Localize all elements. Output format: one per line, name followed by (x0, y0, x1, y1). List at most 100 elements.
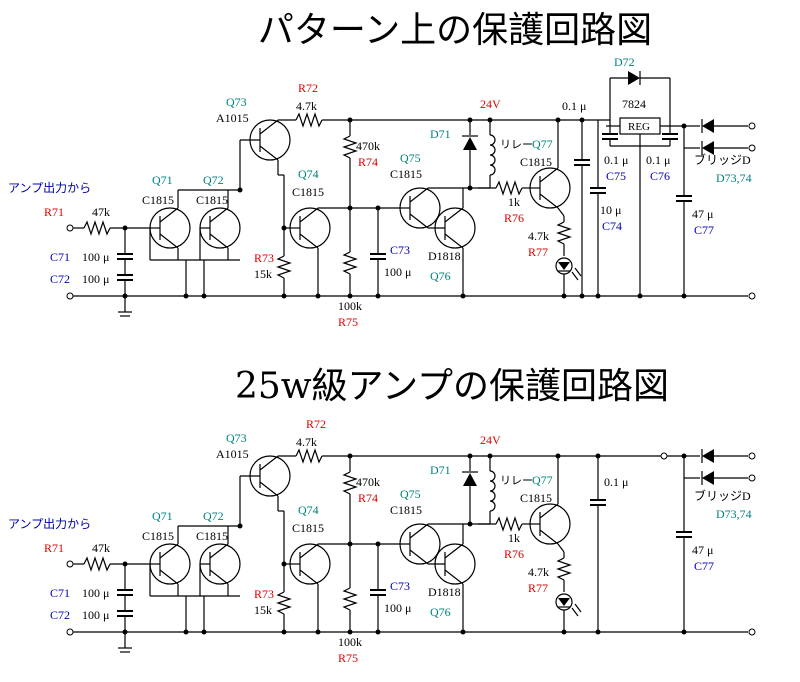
value-c-supply-2: 0.1 μ (604, 475, 628, 489)
label-q72-2: Q72 (203, 509, 224, 523)
label-q75-2: Q75 (400, 487, 421, 501)
label-q75: Q75 (400, 151, 421, 165)
input-label: アンプ出力から (8, 181, 91, 195)
bottom-labels: アンプ出力から R71 47k C71 100 μ C72 100 μ Q71 … (8, 417, 752, 665)
value-q72: C1815 (196, 193, 228, 207)
value-r75-2: 100k (338, 635, 362, 649)
bottom-title: 25w級アンプの保護回路図 (235, 366, 669, 407)
value-c76: 0.1 μ (646, 153, 670, 167)
supply-label-2: 24V (480, 433, 501, 447)
value-c73: 100 μ (384, 265, 411, 279)
value-c-supply: 0.1 μ (562, 99, 586, 113)
label-c73-2: C73 (390, 579, 410, 593)
value-q71-2: C1815 (142, 529, 174, 543)
value-r77: 4.7k (528, 229, 549, 243)
label-r73: R73 (254, 251, 274, 265)
value-q76-2: D1818 (428, 585, 461, 599)
value-c75: 0.1 μ (604, 153, 628, 167)
value-q73: A1015 (216, 111, 249, 125)
label-q77-2: Q77 (532, 473, 553, 487)
value-r73: 15k (254, 267, 272, 281)
label-q72: Q72 (203, 173, 224, 187)
value-c74: 10 μ (600, 203, 621, 217)
label-d71: D71 (430, 127, 451, 141)
bottom-circuit (66, 448, 756, 653)
value-r77-2: 4.7k (528, 565, 549, 579)
label-r72: R72 (298, 81, 318, 95)
label-q74: Q74 (298, 167, 319, 181)
label-r74: R74 (358, 155, 378, 169)
label-c75: C75 (606, 169, 626, 183)
reg-part-label: 7824 (622, 97, 646, 111)
label-q74-2: Q74 (298, 503, 319, 517)
label-r72-2: R72 (306, 417, 326, 431)
label-c73: C73 (390, 243, 410, 257)
value-r76: 1k (508, 195, 520, 209)
value-q71: C1815 (142, 193, 174, 207)
label-q73-2: Q73 (226, 431, 247, 445)
label-r75: R75 (338, 315, 358, 329)
value-c77-2: 47 μ (692, 543, 713, 557)
value-r72: 4.7k (296, 99, 317, 113)
label-q71-2: Q71 (152, 509, 173, 523)
value-q75-2: C1815 (390, 503, 422, 517)
label-c74: C74 (602, 219, 622, 233)
label-q77: Q77 (532, 137, 553, 151)
label-r73-2: R73 (254, 587, 274, 601)
value-q75: C1815 (390, 167, 422, 181)
supply-label: 24V (480, 97, 501, 111)
label-r71: R71 (44, 205, 64, 219)
label-d72: D72 (614, 55, 635, 69)
bridge-ref-2: D73,74 (716, 507, 752, 521)
label-c71-2: C71 (50, 586, 70, 600)
label-r76: R76 (504, 211, 524, 225)
reg-box-label: REG (628, 121, 650, 133)
label-q73: Q73 (226, 95, 247, 109)
value-c72-2: 100 μ (82, 608, 109, 622)
bridge-ref: D73,74 (716, 171, 752, 185)
top-title: パターン上の保護回路図 (258, 10, 652, 51)
value-r76-2: 1k (508, 531, 520, 545)
value-q73-2: A1015 (216, 447, 249, 461)
value-q77: C1815 (520, 155, 552, 169)
label-r77-2: R77 (528, 581, 548, 595)
label-c72: C72 (50, 272, 70, 286)
label-c71: C71 (50, 250, 70, 264)
value-q74: C1815 (292, 185, 324, 199)
label-r74-2: R74 (358, 491, 378, 505)
value-q77-2: C1815 (520, 491, 552, 505)
relay-label: リレー (500, 139, 533, 151)
value-r73-2: 15k (254, 603, 272, 617)
label-r75-2: R75 (338, 651, 358, 665)
value-r74: 470k (356, 139, 380, 153)
top-labels: アンプ出力から R71 47k C71 100 μ C72 100 μ Q71 … (8, 55, 752, 329)
bridge-label: ブリッジD (694, 152, 751, 167)
label-c77: C77 (694, 223, 714, 237)
input-label-2: アンプ出力から (8, 517, 91, 531)
label-q76: Q76 (430, 269, 451, 283)
label-r77: R77 (528, 245, 548, 259)
label-q76-2: Q76 (430, 605, 451, 619)
label-c72-2: C72 (50, 608, 70, 622)
value-c77: 47 μ (692, 207, 713, 221)
value-c72: 100 μ (82, 272, 109, 286)
label-c77-2: C77 (694, 559, 714, 573)
value-r71-2: 47k (92, 541, 110, 555)
relay-label-2: リレー (500, 475, 533, 487)
value-c73-2: 100 μ (384, 601, 411, 615)
value-r71: 47k (92, 205, 110, 219)
value-q72-2: C1815 (196, 529, 228, 543)
label-d71-2: D71 (430, 463, 451, 477)
label-c76: C76 (650, 169, 670, 183)
value-r75: 100k (338, 299, 362, 313)
label-r71-2: R71 (44, 541, 64, 555)
top-circuit (66, 71, 756, 317)
value-r72-2: 4.7k (296, 435, 317, 449)
value-q74-2: C1815 (292, 521, 324, 535)
label-r76-2: R76 (504, 547, 524, 561)
value-q76: D1818 (428, 249, 461, 263)
label-q71: Q71 (152, 173, 173, 187)
bridge-label-2: ブリッジD (694, 488, 751, 503)
